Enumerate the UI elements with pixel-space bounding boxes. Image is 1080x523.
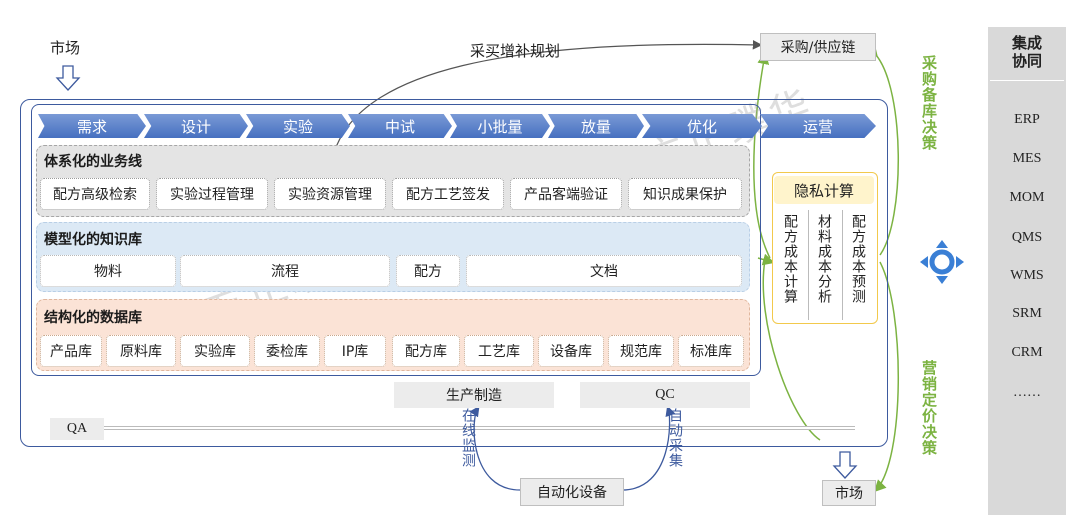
db-equipment: 设备库 (538, 335, 604, 367)
privacy-material-cost-analysis: 材料成本分析 (816, 214, 832, 304)
privacy-formula-cost-calc: 配方成本计算 (782, 214, 798, 304)
know-document: 文档 (466, 255, 742, 287)
know-process: 流程 (180, 255, 390, 287)
integration-title-divider (990, 80, 1064, 81)
privacy-computing-title: 隐私计算 (774, 176, 874, 204)
integration-mes: MES (1012, 151, 1042, 166)
stage-design: 设计 (144, 114, 248, 138)
auto-collect-label: 自动采集 (667, 408, 683, 468)
integration-qms: QMS (1011, 230, 1043, 245)
integration-more: …… (1013, 385, 1041, 400)
biz-client-validation: 产品客端验证 (510, 178, 622, 210)
automation-equipment-label: 自动化设备 (537, 485, 607, 501)
procure-decision-label: 采购备库决策 (920, 55, 938, 151)
stage-experiment: 实验 (246, 114, 350, 138)
integration-panel (988, 27, 1066, 515)
data-layer-title: 结构化的数据库 (44, 310, 142, 326)
integration-srm: SRM (1012, 306, 1042, 321)
db-process: 工艺库 (464, 335, 534, 367)
qc-label: QC (655, 387, 675, 402)
qa-box: QA (50, 418, 104, 440)
integration-mom: MOM (1009, 190, 1045, 205)
privacy-divider-2 (842, 210, 843, 320)
platform-frame (20, 99, 888, 447)
manufacturing-label: 生产制造 (446, 388, 502, 404)
db-ip: IP库 (324, 335, 386, 367)
market-bottom-label: 市场 (835, 486, 863, 502)
sync-icon (920, 240, 964, 284)
biz-formula-search: 配方高级检索 (40, 178, 150, 210)
db-inspection: 委检库 (254, 335, 320, 367)
biz-ip-protection: 知识成果保护 (628, 178, 742, 210)
db-specification: 规范库 (608, 335, 674, 367)
db-product: 产品库 (40, 335, 102, 367)
business-layer-title: 体系化的业务线 (44, 154, 142, 170)
integration-crm: CRM (1011, 345, 1043, 360)
integration-wms: WMS (1010, 268, 1044, 283)
market-bottom-box: 市场 (822, 480, 876, 506)
integration-title: 集成协同 (1011, 34, 1042, 70)
procure-label: 采购/供应链 (780, 40, 856, 56)
know-formula: 配方 (396, 255, 460, 287)
privacy-divider-1 (808, 210, 809, 320)
automation-equipment-box: 自动化设备 (520, 478, 624, 506)
rd-core-frame (31, 104, 761, 376)
db-standard: 标准库 (678, 335, 744, 367)
stage-optimize: 优化 (642, 114, 762, 138)
qa-label: QA (66, 421, 88, 436)
stage-ramp-up: 放量 (548, 114, 644, 138)
know-material: 物料 (40, 255, 176, 287)
knowledge-layer-title: 模型化的知识库 (44, 232, 142, 248)
qc-box: QC (580, 382, 750, 408)
biz-experiment-resource: 实验资源管理 (274, 178, 386, 210)
online-monitor-label: 在线监测 (460, 408, 476, 468)
procure-supply-chain-box: 采购/供应链 (760, 33, 876, 61)
integration-erp: ERP (1014, 112, 1040, 127)
stage-small-batch: 小批量 (450, 114, 550, 138)
stage-operation: 运营 (760, 114, 876, 138)
manufacturing-box: 生产制造 (394, 382, 554, 408)
privacy-formula-cost-forecast: 配方成本预测 (850, 214, 866, 304)
stage-demand: 需求 (38, 114, 146, 138)
db-raw-material: 原料库 (106, 335, 176, 367)
biz-experiment-process: 实验过程管理 (156, 178, 268, 210)
market-label-top: 市场 (50, 39, 81, 57)
db-formula: 配方库 (392, 335, 460, 367)
replenish-label: 采买增补规划 (470, 42, 561, 60)
marketing-decision-label: 营销定价决策 (920, 360, 938, 456)
biz-process-signoff: 配方工艺签发 (392, 178, 504, 210)
stage-pilot: 中试 (348, 114, 452, 138)
db-experiment: 实验库 (180, 335, 250, 367)
